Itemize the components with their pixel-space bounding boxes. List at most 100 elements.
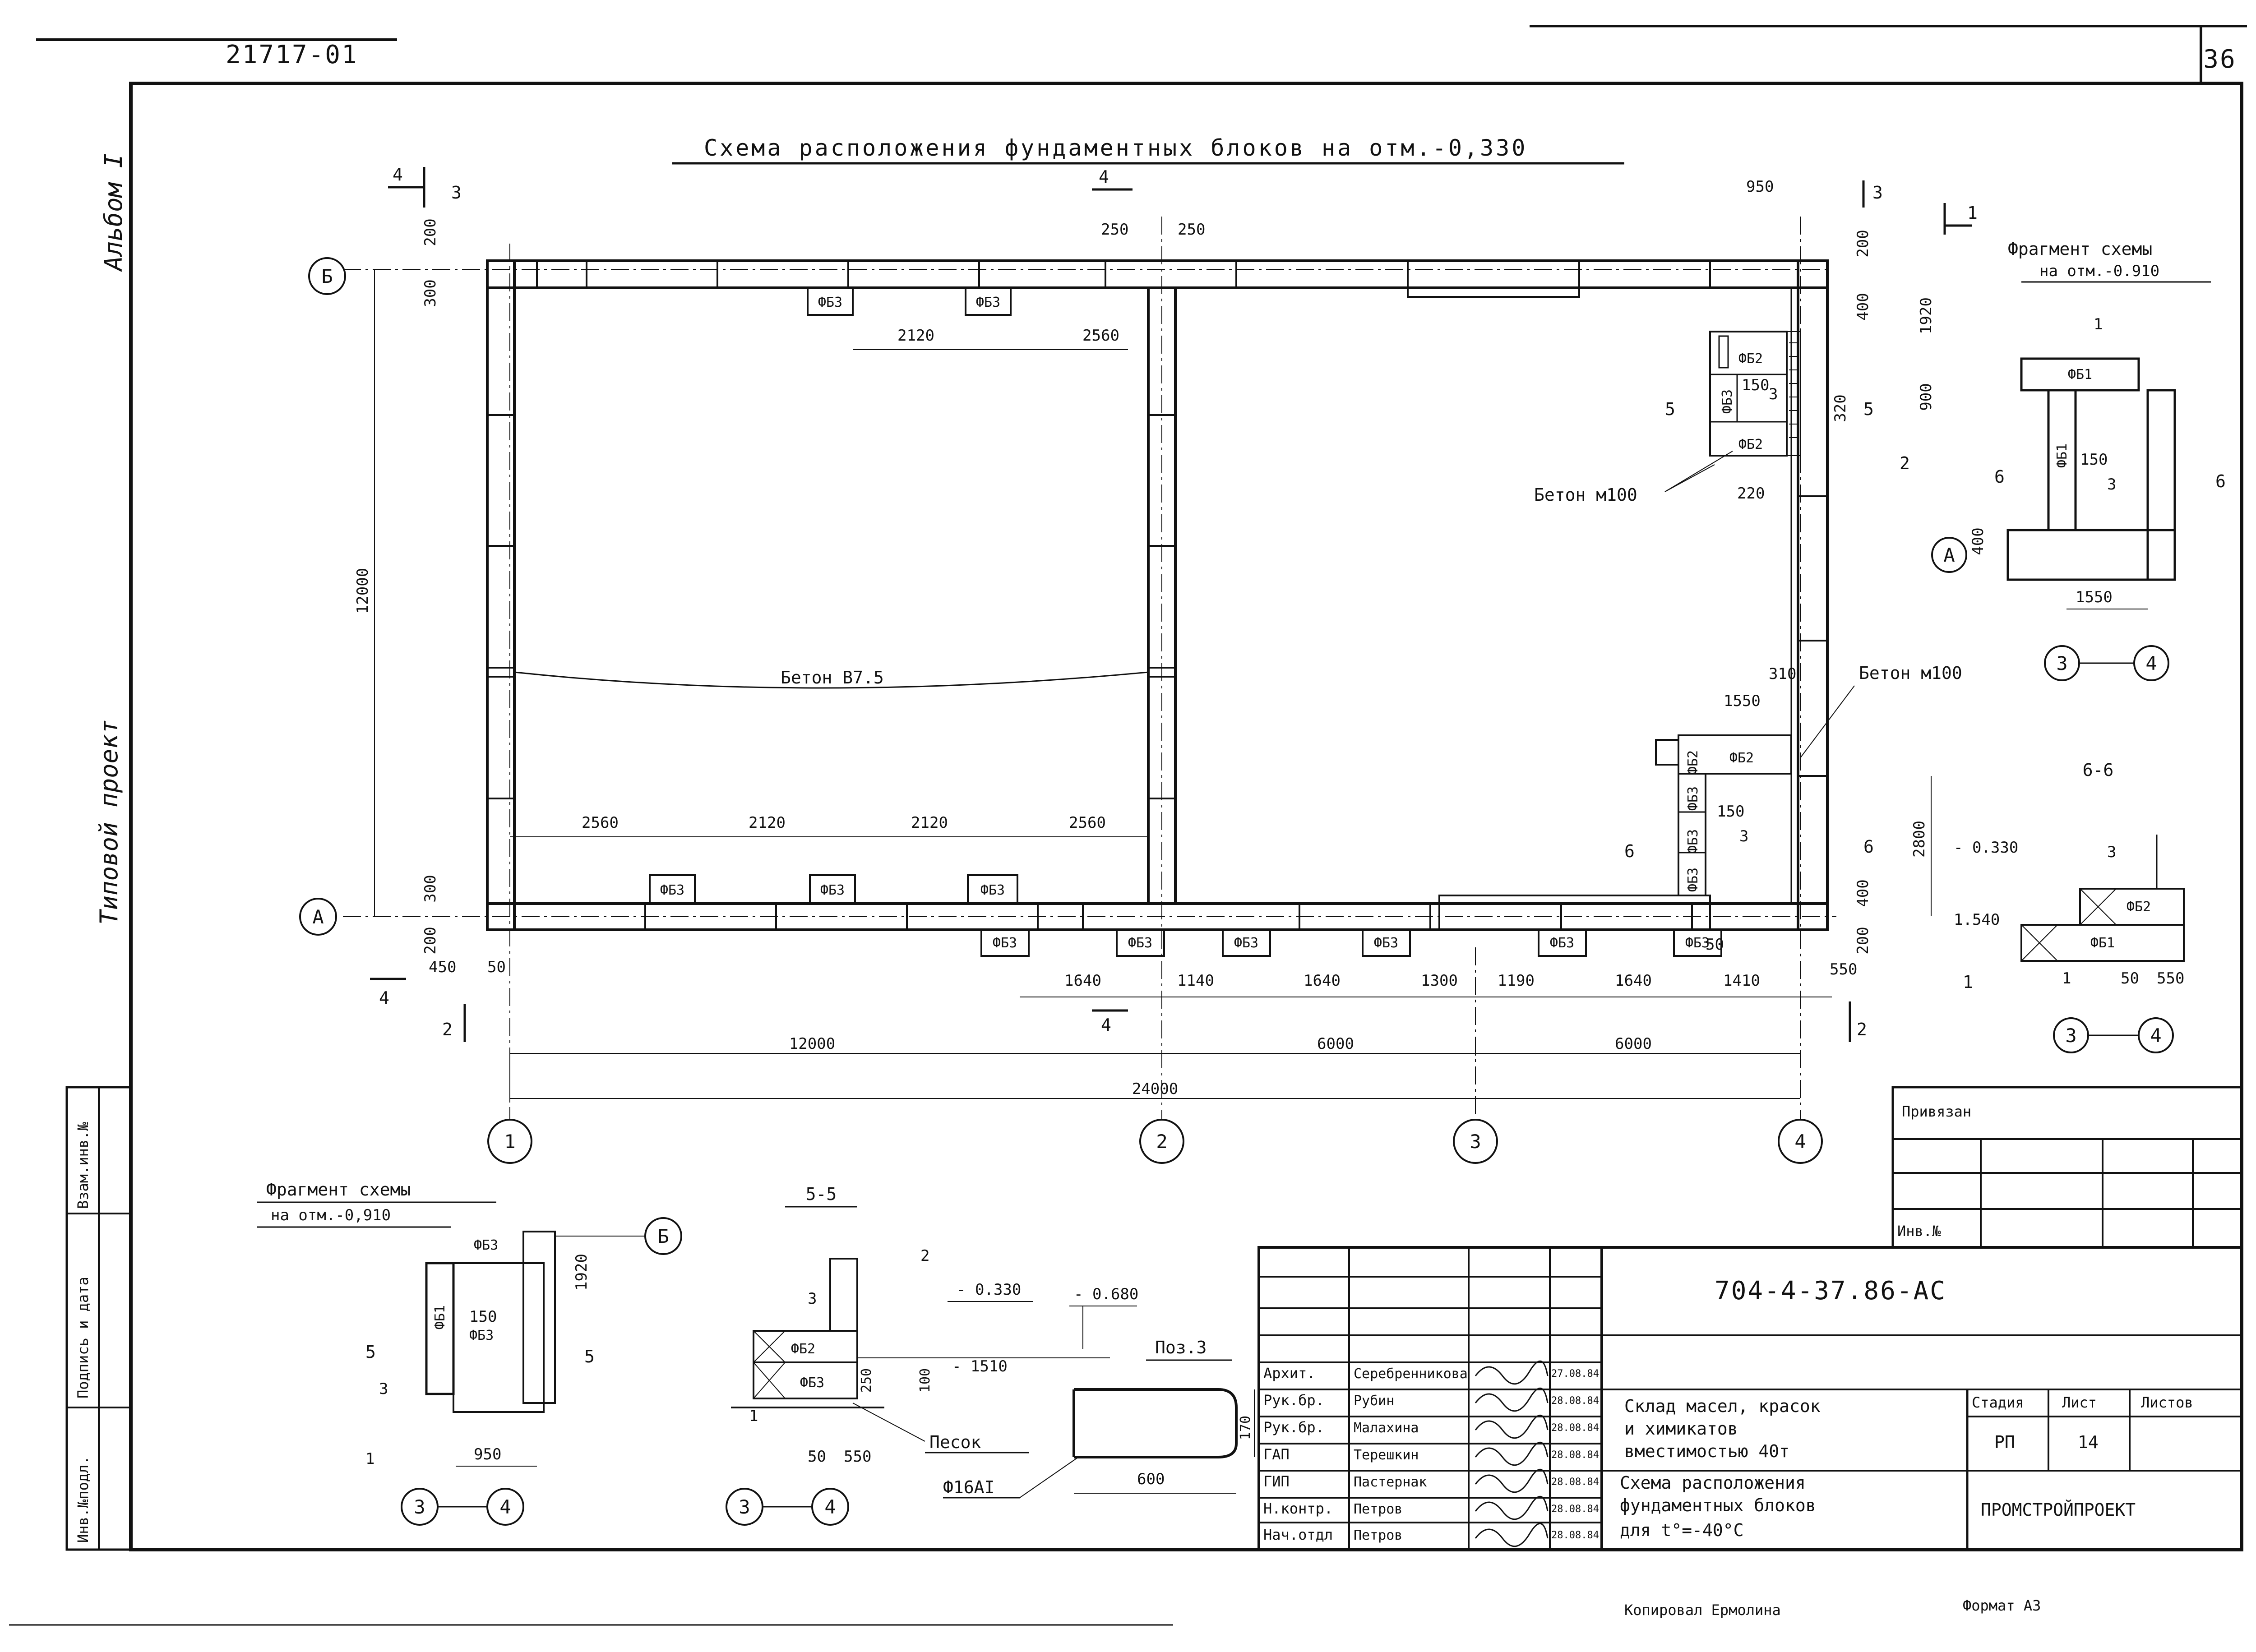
stamp-sheet-line1: Схема расположения [1620, 1473, 1806, 1493]
stamp-name: Рубин [1354, 1393, 1394, 1409]
dim-50: 50 [1706, 936, 1724, 954]
block-fb3: ФБ3 [993, 935, 1017, 951]
dim-320: 320 [1831, 394, 1849, 422]
dim-50: 50 [487, 958, 506, 976]
section-mark-6: 6 [1863, 837, 1874, 857]
section-5-5-title: 5-5 [806, 1184, 837, 1204]
section-mark-4: 4 [1101, 1015, 1111, 1035]
position-3-detail: Поз.3 170 600 Ф16АI [943, 1338, 1255, 1499]
block-fb3: ФБ3 [1234, 935, 1258, 951]
stamp-list-header: Лист [2062, 1394, 2097, 1411]
side-stamp [65, 1086, 132, 1551]
dim-12000: 12000 [789, 1035, 835, 1053]
stamp-code: 704-4-37.86-АС [1715, 1276, 1946, 1306]
dim-550: 550 [2157, 969, 2184, 988]
axis-4: 4 [824, 1496, 836, 1518]
stamp-date: 28.08.84 [1551, 1530, 1599, 1541]
sheet-number: 36 [2203, 45, 2236, 74]
stamp-organization: ПРОМСТРОЙПРОЕКТ [1981, 1500, 2136, 1520]
dim-300: 300 [421, 279, 439, 307]
dim-950: 950 [1746, 178, 1774, 196]
section-6-6: 6-6 ФБ2 ФБ1 - 0.330 1.540 3 1 50 550 1 3… [1954, 760, 2185, 1053]
block-fb3: ФБ3 [474, 1237, 498, 1253]
axis-3: 3 [739, 1496, 750, 1518]
block-fb3: ФБ3 [1720, 389, 1735, 414]
section-mark-1: 1 [1967, 203, 1978, 223]
dim-6000: 6000 [1317, 1035, 1354, 1053]
section-mark-3: 3 [1872, 183, 1883, 203]
dim-2560: 2560 [582, 814, 619, 832]
axis-4: 4 [2145, 652, 2157, 674]
section-mark-4: 4 [393, 165, 403, 185]
axis-3: 3 [1470, 1131, 1481, 1153]
stamp-sheet-line3: для t°=-40°С [1620, 1520, 1744, 1540]
section-ref-3: 3 [2107, 843, 2116, 861]
section-mark-4: 4 [1099, 167, 1109, 187]
foundation-plan: ФБ3 ФБ3 ФБ3 ФБ3 ФБ3 ФБ3 ФБ3 ФБ3 ФБ3 ФБ3 … [299, 165, 1978, 1164]
stamp-date: 28.08.84 [1551, 1477, 1599, 1488]
section-6-6-title: 6-6 [2083, 760, 2114, 780]
stamp-name: Петров [1354, 1501, 1402, 1517]
title-block [1257, 1086, 2243, 1551]
stamp-role: Нач.отдл [1263, 1526, 1333, 1543]
signatures [1475, 1361, 1549, 1547]
top-code: 21717-01 [226, 40, 358, 69]
dim-550: 550 [844, 1448, 871, 1466]
section-ref-2: 2 [920, 1247, 929, 1265]
stamp-role: Рук.бр. [1263, 1392, 1324, 1409]
dim-950: 950 [474, 1445, 501, 1463]
dim-1550: 1550 [1724, 692, 1761, 710]
block-fb3: ФБ3 [1685, 829, 1701, 854]
axis-3: 3 [2056, 652, 2067, 674]
section-mark-5: 5 [584, 1347, 595, 1366]
stamp-stage: РП [1994, 1432, 2015, 1452]
axis-1: 1 [504, 1131, 515, 1153]
fragment-right: Фрагмент схемы на отм.-0.910 ФБ1 ФБ1 150… [1931, 239, 2226, 681]
stamp-date: 28.08.84 [1551, 1422, 1599, 1434]
sheet-format: Формат А3 [1963, 1597, 2041, 1614]
dim-24000: 24000 [1132, 1080, 1178, 1098]
position-3-title: Поз.3 [1155, 1338, 1207, 1357]
level-1540: 1.540 [1954, 911, 2000, 929]
block-fb2: ФБ2 [2127, 899, 2151, 915]
block-fb3: ФБ3 [469, 1328, 494, 1343]
dim-2120: 2120 [897, 327, 934, 345]
section-5-5: 5-5 ФБ2 ФБ3 2 3 1 - 0.330 - 0.680 - 1510… [726, 1184, 1138, 1526]
section-ref-1: 1 [749, 1407, 758, 1425]
block-fb3: ФБ3 [1128, 935, 1152, 951]
side-stamp-inv-orig: Инв.№подл. [74, 1456, 92, 1543]
section-mark-6: 6 [2215, 471, 2226, 491]
stamp-date: 28.08.84 [1551, 1449, 1599, 1461]
stamp-privyazan: Привязан [1902, 1103, 1971, 1120]
block-fb3: ФБ3 [1374, 935, 1398, 951]
dim-250: 250 [1101, 221, 1128, 239]
axis-2: 2 [1156, 1131, 1167, 1153]
stamp-role: Архит. [1263, 1365, 1316, 1382]
block-fb2: ФБ2 [791, 1341, 815, 1357]
dim-400: 400 [1854, 879, 1872, 907]
dim-1410: 1410 [1723, 972, 1760, 990]
dim-170: 170 [1238, 1416, 1253, 1440]
side-stamp-replace-inv: Взам.инв.№ [74, 1122, 92, 1209]
block-fb1: ФБ1 [432, 1305, 448, 1329]
block-fb3: ФБ3 [980, 882, 1005, 898]
dim-1920: 1920 [573, 1254, 591, 1291]
sand-label: Песок [929, 1432, 981, 1452]
side-stamp-sign-date: Подпись и дата [74, 1277, 92, 1398]
axis-4: 4 [499, 1496, 511, 1518]
dim-200: 200 [421, 927, 439, 954]
block-fb3: ФБ3 [1685, 868, 1701, 892]
axis-4: 4 [1794, 1131, 1806, 1153]
dim-400: 400 [1969, 527, 1987, 555]
stamp-lists-header: Листов [2141, 1394, 2193, 1411]
block-fb3: ФБ3 [660, 882, 684, 898]
copied-by: Копировал Ермолина [1624, 1601, 1781, 1619]
section-mark-5: 5 [365, 1342, 376, 1362]
fragment-left: Фрагмент схемы на отм.-0,910 ФБ3 ФБ3 ФБ1… [257, 1180, 682, 1526]
stamp-role: ГАП [1263, 1446, 1290, 1463]
section-mark-4: 4 [379, 988, 389, 1008]
stamp-sheet-line2: фундаментных блоков [1620, 1495, 1816, 1515]
dim-1550: 1550 [2076, 588, 2113, 606]
section-mark-5: 5 [1863, 399, 1874, 419]
stamp-role: Н.контр. [1263, 1500, 1333, 1517]
